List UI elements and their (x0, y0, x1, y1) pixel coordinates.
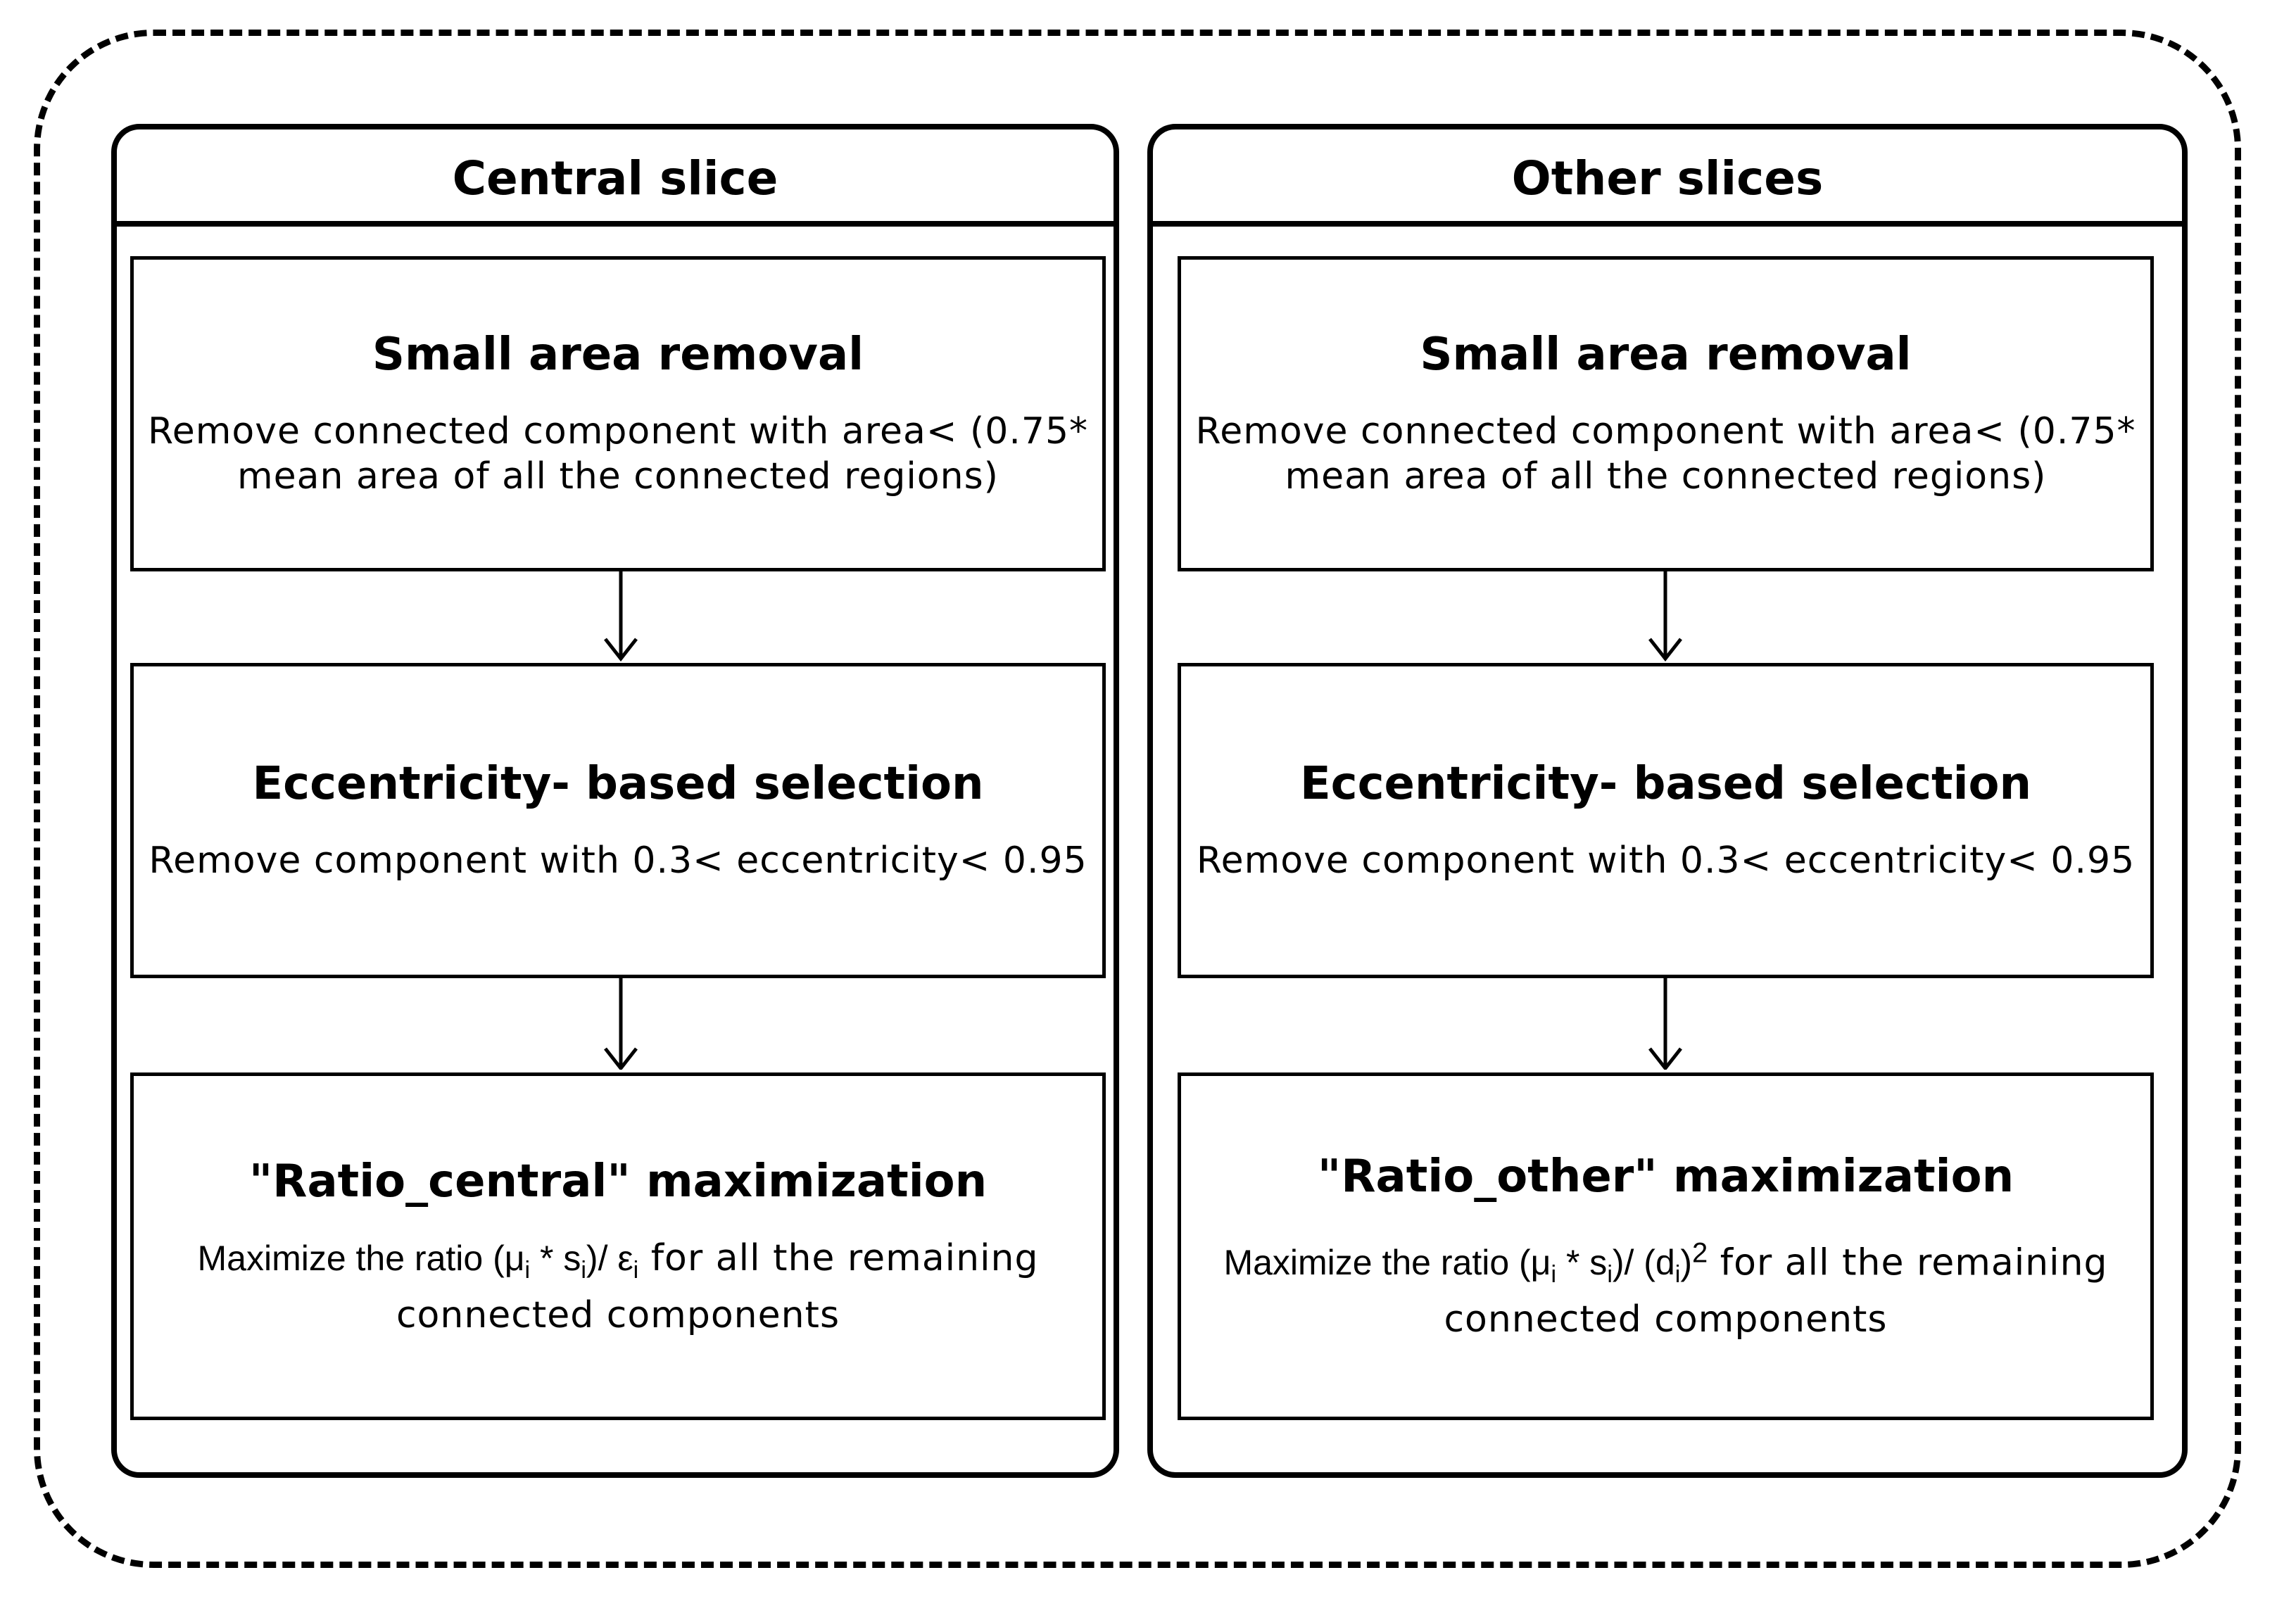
arrow-down-icon (604, 571, 638, 662)
step-title: Eccentricity- based selection (1299, 758, 2032, 810)
desc-line: Remove connected component with area< (0… (147, 410, 1089, 453)
step-description: Maximize the ratio (μi * si)/ εi for all… (198, 1236, 1039, 1338)
step-eccentricity-selection: Eccentricity- based selection Remove com… (1178, 663, 2154, 978)
desc-line: Remove connected component with area< (0… (1195, 410, 2136, 453)
desc-line: mean area of all the connected regions) (1285, 455, 2047, 498)
step-ratio-central-maximization: "Ratio_central" maximization Maximize th… (130, 1072, 1106, 1420)
desc-line: mean area of all the connected regions) (237, 455, 999, 498)
step-title: Small area removal (372, 329, 864, 381)
step-title: "Ratio_other" maximization (1317, 1150, 2014, 1203)
arrow-down-icon (1648, 571, 1682, 662)
step-ratio-other-maximization: "Ratio_other" maximization Maximize the … (1178, 1072, 2154, 1420)
step-description: Remove component with 0.3< eccentricity<… (1197, 838, 2135, 883)
formula-line: Maximize the ratio (μi * si)/ εi for all… (197, 1236, 1039, 1284)
desc-line: connected components (1444, 1298, 1888, 1341)
arrow-down-icon (604, 978, 638, 1070)
desc-line: Remove component with 0.3< eccentricity<… (1196, 840, 2136, 882)
step-title: Small area removal (1420, 329, 1912, 381)
arrow-down-icon (1648, 978, 1682, 1070)
outer-dashed-border (34, 30, 2241, 1568)
panel-title: Other slices (1153, 129, 2182, 227)
step-description: Maximize the ratio (μi * si)/ (di)2 for … (1223, 1231, 2107, 1343)
other-slices-panel: Other slices Small area removal Remove c… (1147, 124, 2188, 1478)
panel-title: Central slice (117, 129, 1114, 227)
step-description: Remove connected component with area< (0… (1195, 409, 2136, 499)
step-eccentricity-selection: Eccentricity- based selection Remove com… (130, 663, 1106, 978)
step-description: Remove connected component with area< (0… (148, 409, 1088, 499)
step-title: Eccentricity- based selection (252, 758, 984, 810)
step-small-area-removal: Small area removal Remove connected comp… (130, 256, 1106, 571)
desc-line: connected components (396, 1293, 840, 1336)
formula-line: Maximize the ratio (μi * si)/ (di)2 for … (1223, 1237, 2108, 1289)
step-small-area-removal: Small area removal Remove connected comp… (1178, 256, 2154, 571)
central-slice-panel: Central slice Small area removal Remove … (111, 124, 1119, 1478)
desc-line: Remove component with 0.3< eccentricity<… (149, 840, 1087, 882)
step-title: "Ratio_central" maximization (248, 1155, 988, 1208)
step-description: Remove component with 0.3< eccentricity<… (149, 838, 1087, 883)
